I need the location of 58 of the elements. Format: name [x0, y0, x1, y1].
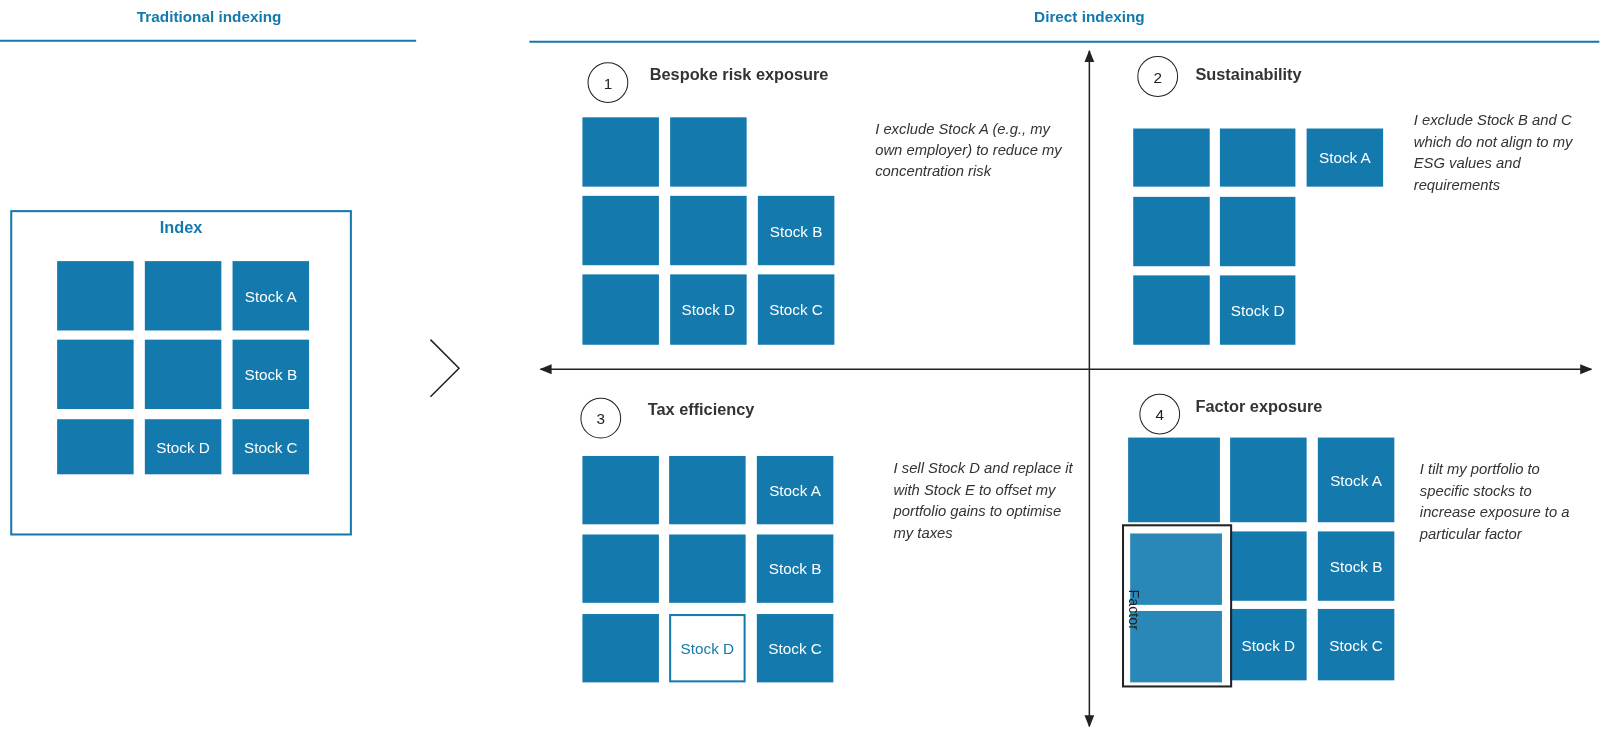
- stock-tile: [582, 614, 659, 683]
- stock-tile: [670, 117, 747, 187]
- factor-bracket-box: [1122, 524, 1233, 688]
- stock-tile: Stock C: [232, 419, 310, 475]
- description-text: I sell Stock D and replace it with Stock E to offset my portfolio gains to optimise my taxes: [893, 459, 1074, 543]
- stock-tile: [1133, 196, 1210, 267]
- stock-tile: Stock D: [144, 419, 222, 475]
- index-title: Index: [159, 218, 203, 237]
- description-text: I exclude Stock B and C which do not align to my ESG values and requirements: [1413, 111, 1574, 195]
- stock-tile: [669, 455, 746, 525]
- quadrant-title: Sustainability: [1195, 65, 1302, 84]
- stock-tile: [57, 419, 134, 475]
- stock-tile: [57, 261, 134, 331]
- stock-tile: [144, 339, 222, 409]
- stock-tile: [1128, 437, 1220, 523]
- section-heading: Direct indexing: [1033, 8, 1146, 26]
- stock-tile: Stock A: [756, 455, 834, 525]
- stock-tile: [1133, 275, 1210, 345]
- section-heading: Traditional indexing: [135, 8, 283, 26]
- quadrant-title: Bespoke risk exposure: [649, 65, 829, 84]
- stock-tile: [582, 455, 659, 525]
- stock-tile: [670, 195, 747, 266]
- stock-tile: [582, 534, 659, 603]
- stock-tile: Stock D: [1230, 608, 1307, 681]
- number-circle: 4: [1139, 393, 1181, 435]
- stock-tile: [582, 117, 659, 187]
- number-circle: 3: [580, 397, 622, 439]
- quadrant-title: Tax efficiency: [647, 400, 755, 420]
- number-circle: 1: [587, 62, 629, 103]
- stock-tile: [669, 534, 746, 603]
- stock-tile: Stock C: [757, 274, 835, 345]
- factor-label: Factor: [1126, 589, 1143, 631]
- stock-tile: Stock D: [1219, 275, 1296, 345]
- stock-tile: [57, 339, 134, 409]
- stock-tile: Stock A: [1317, 437, 1395, 523]
- stock-tile: [582, 195, 659, 266]
- description-text: I tilt my portfolio to specific stocks to increase exposure to a particular factor: [1419, 460, 1571, 544]
- stock-tile: Stock D: [669, 614, 746, 683]
- stock-tile: [144, 261, 222, 331]
- stock-tile: Stock B: [756, 534, 834, 603]
- stock-tile: Stock C: [756, 614, 834, 683]
- number-circle: 2: [1137, 56, 1179, 97]
- stock-tile: [1219, 196, 1296, 267]
- quadrant-title: Factor exposure: [1195, 397, 1323, 417]
- stock-tile: [1219, 128, 1296, 187]
- stock-tile: [1133, 128, 1210, 187]
- stock-tile: Stock B: [232, 339, 310, 409]
- stock-tile: [1230, 531, 1307, 601]
- stock-tile: Stock C: [1317, 608, 1395, 681]
- stock-tile: [582, 274, 659, 345]
- stock-tile: Stock A: [1306, 128, 1384, 187]
- stock-tile: Stock A: [232, 261, 310, 331]
- stock-tile: Stock B: [757, 195, 835, 266]
- stock-tile: Stock D: [670, 274, 747, 345]
- stock-tile: Stock B: [1317, 531, 1395, 601]
- index-box: [10, 210, 352, 536]
- description-text: I exclude Stock A (e.g., my own employer) to reduce my concentration risk: [875, 119, 1063, 182]
- stock-tile: [1230, 437, 1307, 523]
